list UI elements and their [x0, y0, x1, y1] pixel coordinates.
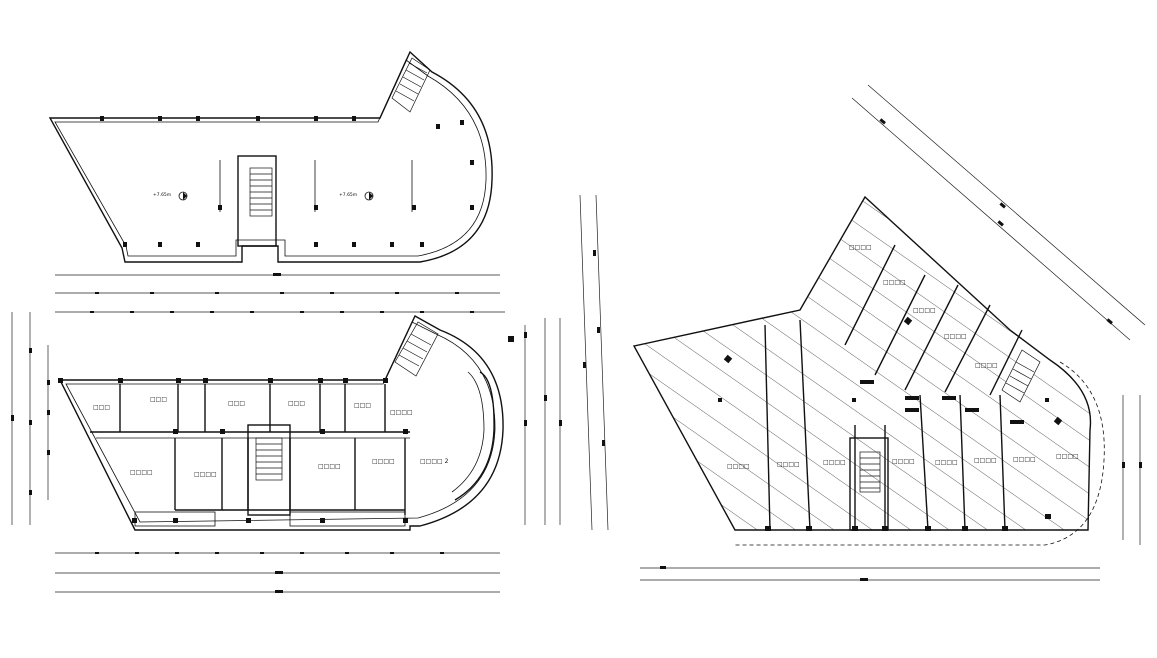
ground-partitions	[119, 384, 406, 515]
roof-stair-treads	[249, 167, 273, 217]
ground-room-1: □□□	[93, 404, 110, 411]
commercial-shop-l4: □□□□	[892, 458, 915, 465]
commercial-partitions-upper	[844, 244, 1023, 396]
commercial-shop-u3: □□□□	[913, 307, 936, 314]
ground-stair-upper	[394, 321, 439, 377]
ground-stair-core	[247, 424, 291, 516]
commercial-shop-l1: □□□□	[727, 463, 750, 470]
commercial-shop-u4: □□□□	[944, 333, 967, 340]
commercial-shop-l3: □□□□	[823, 459, 846, 466]
commercial-shop-l2: □□□□	[777, 461, 800, 468]
commercial-floor-plan: □□□□ □□□□ □□□□ □□□□ □□□□ □□□□ □□□□ □□□□ …	[579, 84, 1146, 581]
ground-room-8: □□□□	[194, 471, 217, 478]
ground-floor-plan: □□□ □□□ □□□ □□□ □□□ □□□□ □□□□ □□□□ □□□□ …	[11, 311, 562, 593]
commercial-partitions-lower	[764, 319, 1006, 531]
roof-stair-core	[237, 155, 277, 247]
ground-room-3: □□□	[228, 400, 245, 407]
commercial-shop-u5: □□□□	[975, 362, 998, 369]
ground-room-2: □□□	[150, 396, 167, 403]
roof-level-left: +7.65m	[153, 192, 171, 198]
commercial-shop-l6: □□□□	[974, 457, 997, 464]
commercial-stair-core	[849, 437, 889, 531]
ground-room-10: □□□□	[372, 458, 395, 465]
ground-inner-wall	[65, 321, 496, 523]
ground-room-5: □□□	[354, 402, 371, 409]
commercial-outline	[632, 195, 1092, 531]
roof-columns	[100, 116, 474, 247]
ground-room-7: □□□□	[130, 469, 153, 476]
commercial-shop-u2: □□□□	[883, 279, 906, 286]
roof-level-right: +7.65m	[339, 192, 357, 198]
commercial-stair-upper	[1001, 349, 1041, 403]
roof-outline	[48, 50, 493, 263]
ground-room-9: □□□□	[318, 463, 341, 470]
ground-room-11: □□□□ 2	[420, 458, 449, 465]
roof-stair-upper	[391, 57, 431, 113]
ground-outer-wall	[58, 315, 504, 531]
commercial-shop-l5: □□□□	[935, 459, 958, 466]
commercial-shop-l7: □□□□	[1013, 456, 1036, 463]
roof-outline-inner	[54, 59, 487, 257]
commercial-shop-u1: □□□□	[849, 244, 872, 251]
ground-room-6: □□□□	[390, 409, 413, 416]
roof-plan: +7.65m +7.65m	[48, 50, 500, 294]
ground-room-4: □□□	[288, 400, 305, 407]
commercial-shop-l8: □□□□	[1056, 453, 1079, 460]
